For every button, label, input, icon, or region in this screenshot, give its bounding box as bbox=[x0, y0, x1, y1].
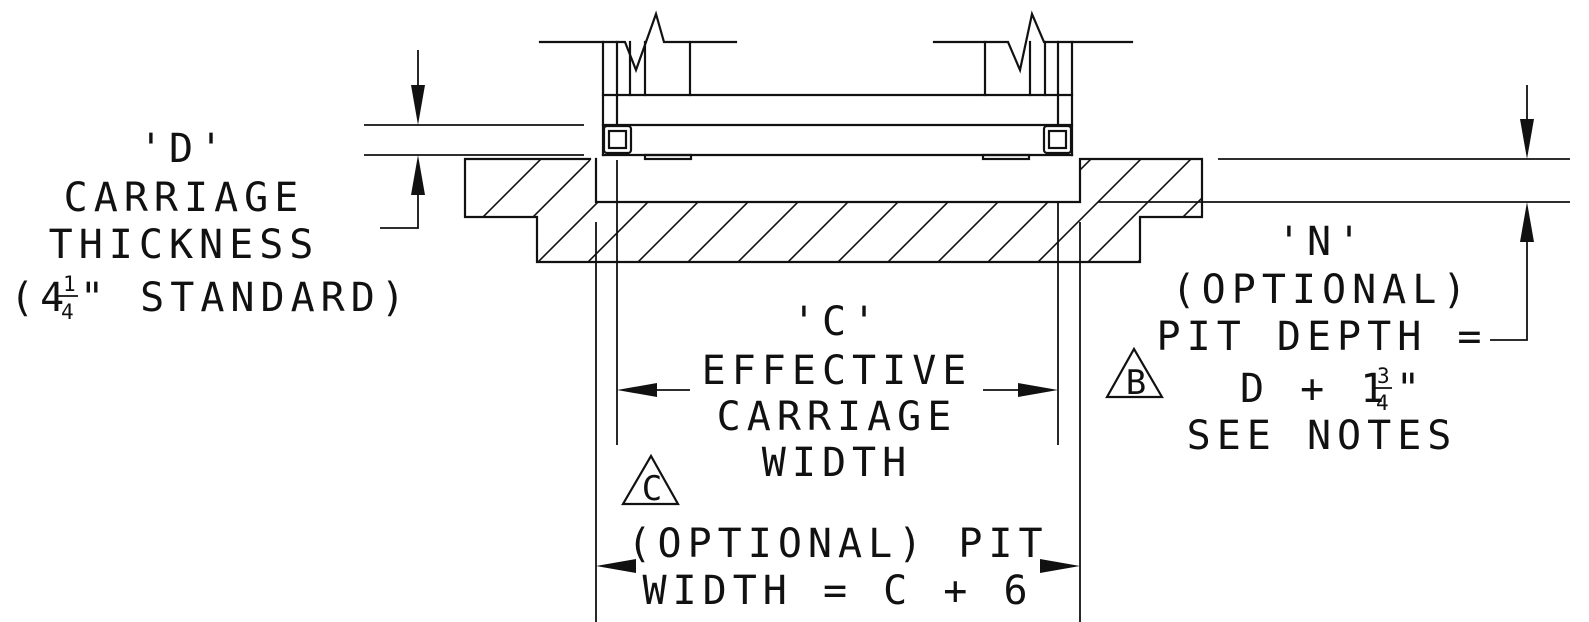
d-thickness-text: THICKNESS bbox=[49, 222, 320, 268]
note-c-label: C bbox=[642, 469, 662, 509]
label-d-group: 'D' CARRIAGE THICKNESS (4 1 4 " STANDARD… bbox=[10, 126, 411, 324]
label-pit-width-group: (OPTIONAL) PIT WIDTH = C + 6 bbox=[627, 521, 1048, 614]
n-tag: 'N' bbox=[1277, 219, 1367, 265]
n-optional-text: (OPTIONAL) bbox=[1172, 267, 1473, 313]
n-see-notes-text: SEE NOTES bbox=[1187, 413, 1458, 459]
c-effective-text: EFFECTIVE bbox=[702, 348, 973, 394]
d-standard-denominator: 4 bbox=[61, 300, 74, 324]
label-c-group: 'C' EFFECTIVE CARRIAGE WIDTH bbox=[702, 299, 973, 486]
d-standard-suffix: " STANDARD) bbox=[80, 275, 411, 321]
pit-width-line2: WIDTH = C + 6 bbox=[642, 568, 1033, 614]
label-n-group: 'N' (OPTIONAL) PIT DEPTH = D + 1 3 4 " S… bbox=[1157, 219, 1488, 459]
carriage bbox=[601, 40, 1074, 161]
d-standard-prefix: (4 bbox=[10, 275, 70, 321]
c-width-text: WIDTH bbox=[762, 440, 912, 486]
n-formula-denominator: 4 bbox=[1376, 391, 1389, 415]
d-carriage-text: CARRIAGE bbox=[64, 175, 305, 221]
c-carriage-text: CARRIAGE bbox=[717, 394, 958, 440]
dim-n bbox=[1098, 85, 1570, 341]
concrete-outline bbox=[463, 157, 1204, 264]
dim-c bbox=[616, 160, 1059, 445]
n-formula-numerator: 3 bbox=[1377, 364, 1390, 388]
concrete-hatch bbox=[465, 159, 1202, 262]
break-lines bbox=[538, 10, 1134, 97]
d-standard-numerator: 1 bbox=[63, 272, 76, 296]
n-formula-suffix: " bbox=[1396, 366, 1426, 412]
n-pit-depth-text: PIT DEPTH = bbox=[1157, 314, 1488, 360]
d-tag: 'D' bbox=[139, 126, 229, 172]
dim-pit-width bbox=[595, 222, 1081, 622]
pit-width-line1: (OPTIONAL) PIT bbox=[627, 521, 1048, 567]
c-tag: 'C' bbox=[792, 299, 882, 345]
note-triangle-b: B bbox=[1105, 346, 1164, 403]
dim-d bbox=[364, 50, 584, 229]
note-triangle-c: C bbox=[621, 453, 680, 509]
n-formula-prefix: D + 1 bbox=[1240, 366, 1390, 412]
note-b-label: B bbox=[1126, 363, 1146, 403]
